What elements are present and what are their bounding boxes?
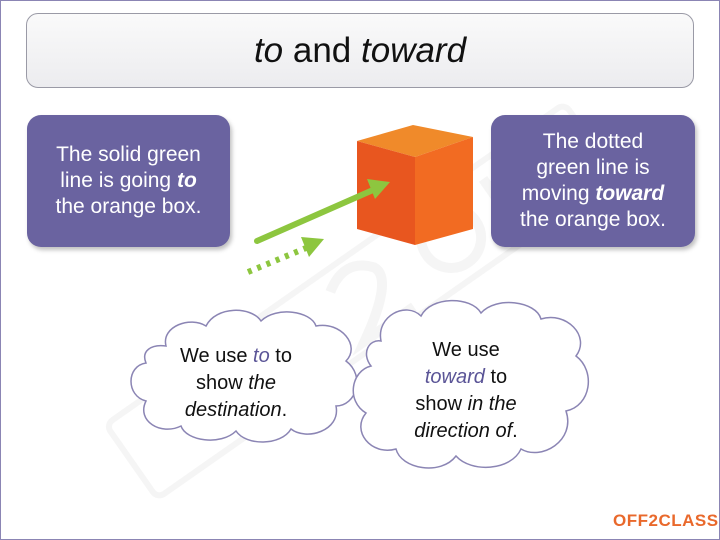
solid-line-explanation: The solid green line is going to the ora… [27,115,230,247]
accent-to: to [253,345,270,367]
cloud-right-line-2: toward to [424,366,508,388]
title-word-to: to [253,30,284,70]
solid-green-arrow [254,179,390,244]
page-title: to and toward [254,31,466,71]
dotted-green-arrow [246,237,324,275]
title-word-toward: toward [361,30,467,70]
cloud-left-shape [130,309,358,443]
left-panel-line-1: The solid green [56,143,201,166]
emphasis-toward: toward [595,182,665,205]
left-panel-line-2: line is going to [60,169,197,192]
title-word-and: and [283,30,361,70]
title-bar: to and toward [26,13,694,88]
cloud-right-text: We use toward to show in the direction o… [386,337,546,445]
right-panel-line-3: moving toward [521,182,665,205]
emphasis-to: to [176,169,197,192]
off2class-logo: OFF2CLASS [613,511,719,530]
cloud-left-line-2: show the [195,372,277,394]
cloud-left-text: We use to to show the destination. [151,343,321,424]
right-panel-line-4: the orange box. [520,208,666,231]
right-panel-line-1: The dotted [542,130,644,153]
cloud-right-line-4: direction of. [414,420,518,442]
orange-box-icon [357,125,473,245]
dotted-line-explanation: The dotted green line is moving toward t… [491,115,695,247]
accent-toward: toward [424,366,485,388]
cloud-left-line-1: We use to to [180,345,292,367]
cloud-left-line-3: destination. [184,399,288,421]
right-panel-line-2: green line is [536,156,650,179]
cloud-right-line-1: We use [432,339,500,361]
cloud-right-line-3: show in the [415,393,517,415]
left-panel-line-3: the orange box. [55,195,202,218]
cloud-right-shape [352,299,590,469]
